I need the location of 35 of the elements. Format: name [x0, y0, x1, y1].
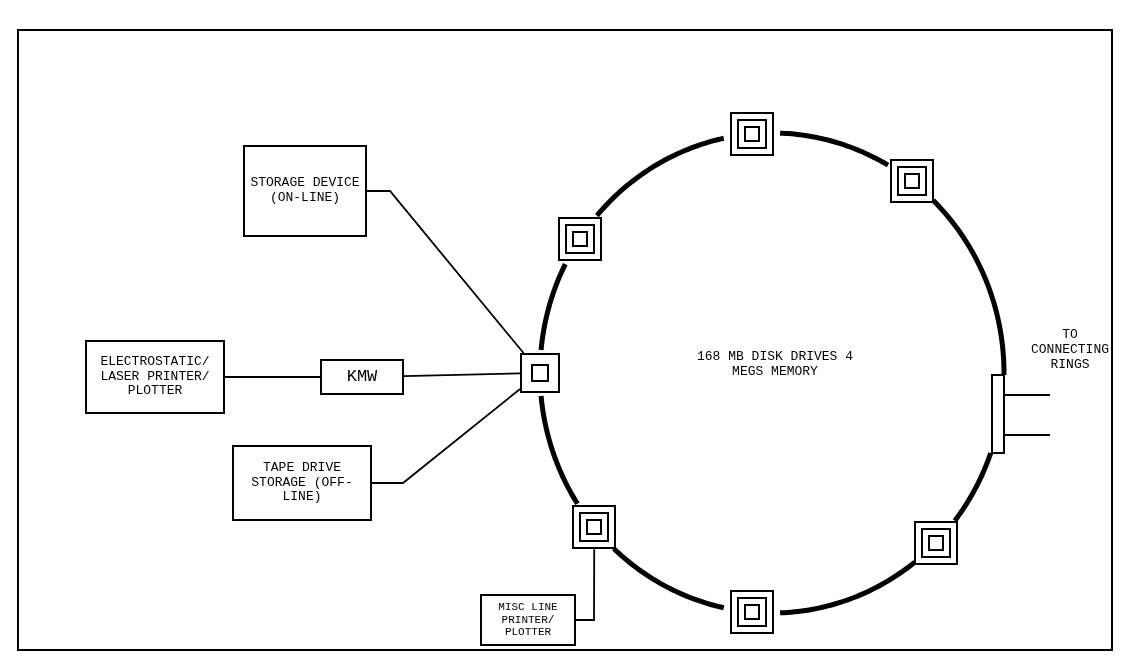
hub-box [520, 353, 560, 393]
device-box [480, 594, 576, 646]
ring-station-box [729, 111, 774, 156]
connection-line [366, 190, 525, 354]
connection-line [224, 376, 321, 378]
device-box [243, 145, 367, 237]
ring-cable [612, 546, 725, 611]
device-label: ELECTROSTATIC/ LASER PRINTER/ PLOTTER [99, 354, 211, 400]
ring-station-box [557, 216, 602, 261]
ring-station-box [914, 520, 959, 565]
destination-note: TO CONNECTING RINGS [1030, 328, 1110, 373]
ring-cable [931, 198, 1007, 376]
connection-line [1004, 394, 1051, 396]
device-box [232, 445, 372, 521]
connection-line [1004, 434, 1051, 436]
connection-line [575, 548, 596, 621]
ring-cable [595, 135, 725, 218]
connection-line [403, 372, 521, 377]
device-box [85, 340, 225, 414]
device-label: TAPE DRIVE STORAGE (OFF-LINE) [250, 460, 354, 506]
ring-station-box [572, 505, 617, 550]
device-label: MISC LINE PRINTER/ PLOTTER [497, 601, 559, 639]
ring-station-box [729, 590, 774, 635]
ring-station-box [889, 159, 934, 204]
device-label: STORAGE DEVICE (ON-LINE) [249, 176, 361, 206]
connector-bar [991, 374, 1005, 454]
device-box [320, 359, 404, 395]
ring-cable [538, 262, 568, 351]
ring-cable [952, 452, 994, 523]
connection-line [371, 388, 521, 484]
device-label: KMW [346, 367, 378, 387]
ring-cable [780, 560, 917, 616]
ring-caption: 168 MB DISK DRIVES 4 MEGS MEMORY [696, 350, 854, 380]
ring-cable [538, 395, 580, 506]
ring-cable [780, 130, 890, 168]
